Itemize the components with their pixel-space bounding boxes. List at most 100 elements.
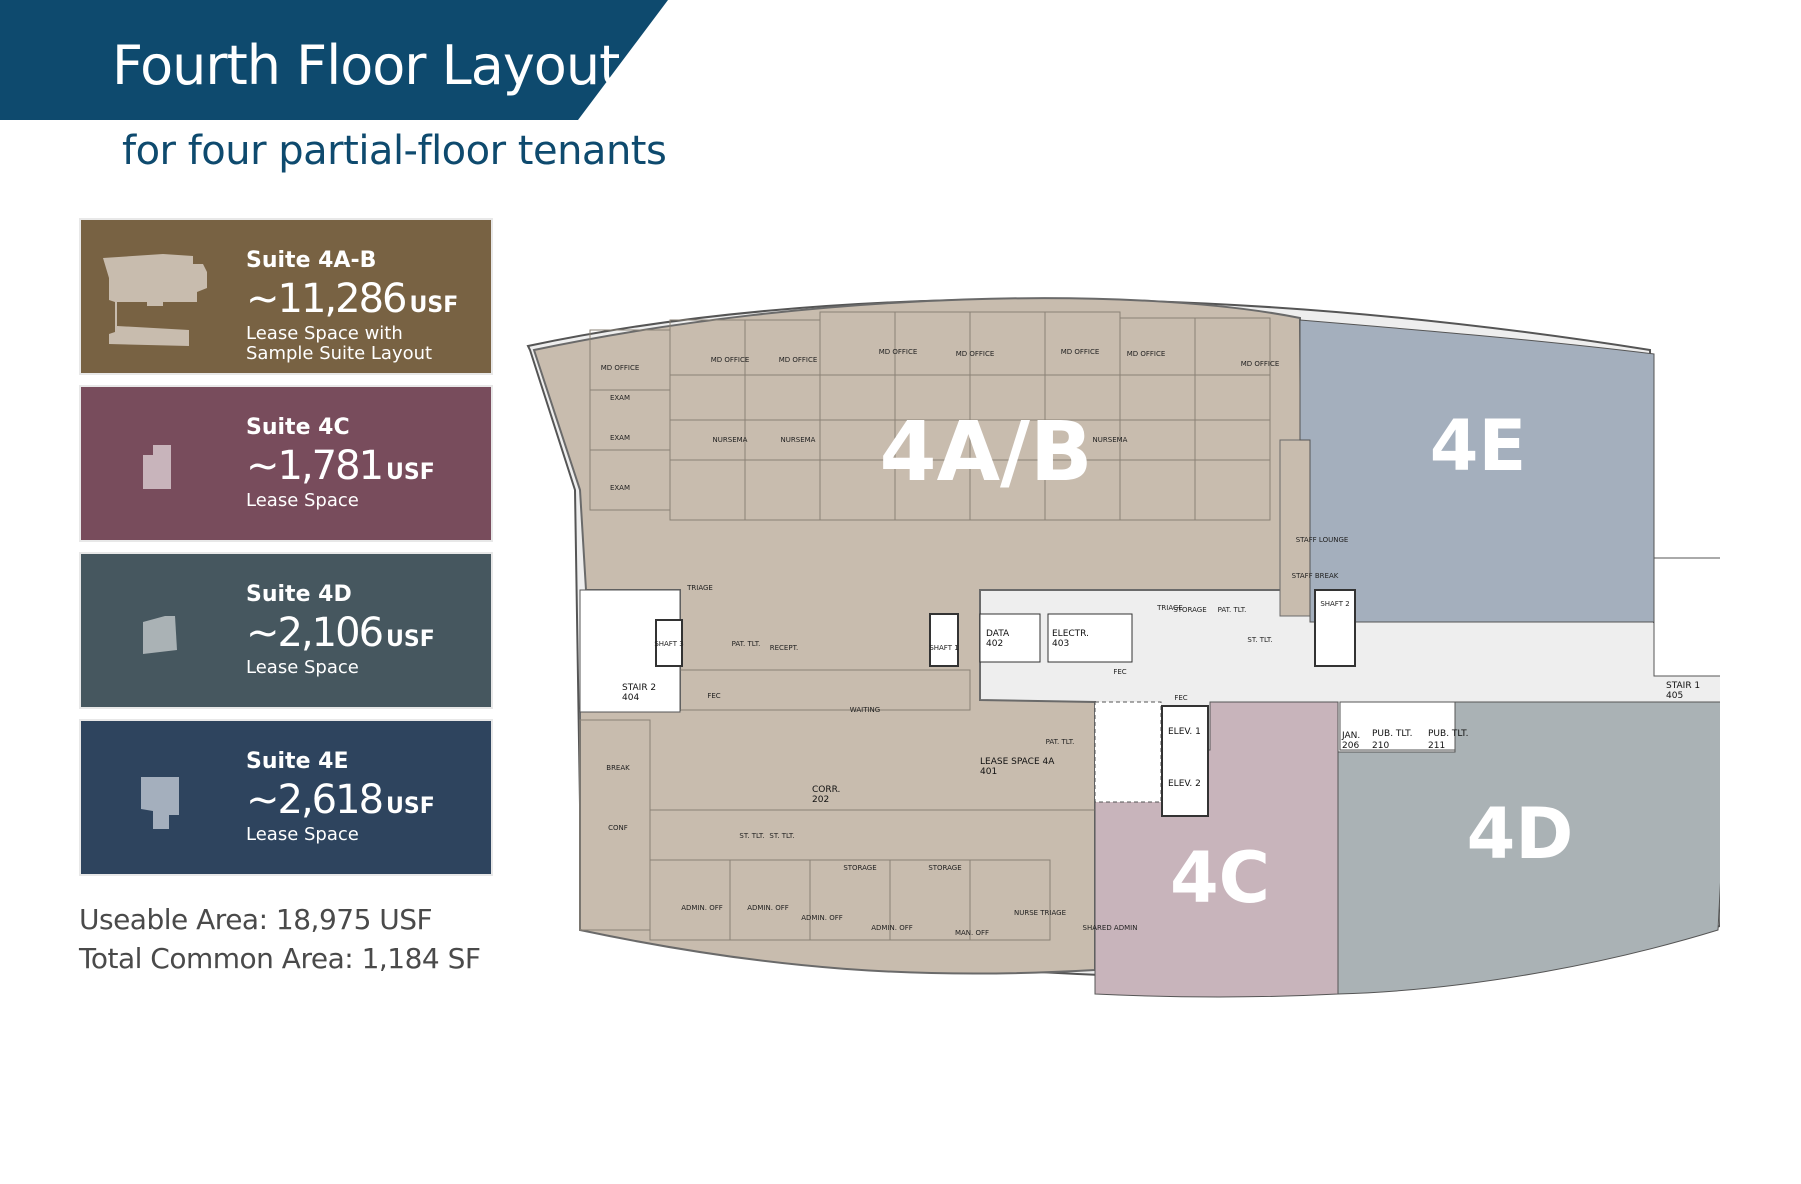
room-label: MD OFFICE bbox=[956, 350, 995, 358]
room-number: 401 bbox=[980, 767, 997, 777]
room-label: JAN. bbox=[1341, 731, 1360, 741]
room-number: 206 bbox=[1342, 741, 1359, 751]
page-title: Fourth Floor Layout bbox=[112, 34, 620, 97]
room-label: SHAFT 1 bbox=[929, 644, 958, 652]
room-label: ST. TLT. bbox=[769, 832, 794, 840]
zone-label-4ab: 4A/B bbox=[880, 405, 1093, 500]
room-label: ST. TLT. bbox=[739, 832, 764, 840]
room-label: MD OFFICE bbox=[1241, 360, 1280, 368]
room-number: 405 bbox=[1666, 691, 1683, 701]
room-label: SHARED ADMIN bbox=[1083, 924, 1138, 932]
room-label: NURSEMA bbox=[713, 436, 748, 444]
room-label: STAFF LOUNGE bbox=[1296, 536, 1349, 544]
common-area: Total Common Area: 1,184 SF bbox=[79, 942, 481, 975]
room-label: STORAGE bbox=[1173, 606, 1206, 614]
room-label: SHAFT 2 bbox=[1320, 600, 1349, 608]
restroom-core bbox=[1339, 701, 1456, 751]
room-label: PUB. TLT. bbox=[1372, 729, 1412, 739]
room-number: 402 bbox=[986, 639, 1003, 649]
room-number: 403 bbox=[1052, 639, 1069, 649]
room-label: WAITING bbox=[850, 706, 880, 714]
room-label: MAN. OFF bbox=[955, 929, 989, 937]
room-label: NURSEMA bbox=[1093, 436, 1128, 444]
room-label: PAT. TLT. bbox=[1046, 738, 1075, 746]
suite-4e-shape-icon bbox=[141, 777, 179, 829]
room-label: ELEV. 2 bbox=[1168, 779, 1201, 789]
title-banner bbox=[0, 0, 668, 120]
room-label: NURSE TRIAGE bbox=[1014, 909, 1066, 917]
room-label: PAT. TLT. bbox=[732, 640, 761, 648]
room-label: PUB. TLT. bbox=[1428, 729, 1468, 739]
room-label: STAFF BREAK bbox=[1292, 572, 1339, 580]
room-label: STAIR 2 bbox=[622, 683, 656, 693]
suite-name: Suite 4E bbox=[246, 749, 349, 774]
room-label: ADMIN. OFF bbox=[801, 914, 843, 922]
page-subtitle: for four partial-floor tenants bbox=[122, 128, 667, 174]
room-label: MD OFFICE bbox=[779, 356, 818, 364]
suite-description: Lease Space bbox=[246, 824, 359, 845]
zone-label-4e: 4E bbox=[1430, 405, 1527, 487]
room-label: DATA bbox=[986, 629, 1010, 639]
room-label: STORAGE bbox=[928, 864, 961, 872]
room-label: CONF bbox=[608, 824, 628, 832]
room-label: MD OFFICE bbox=[601, 364, 640, 372]
room-label: STORAGE bbox=[843, 864, 876, 872]
suite-4d-zone bbox=[1337, 701, 1720, 995]
suite-description: Lease Space bbox=[246, 490, 359, 511]
room-label: SHAFT 3 bbox=[654, 640, 683, 648]
room-number: 404 bbox=[622, 693, 639, 703]
room-number: 210 bbox=[1372, 741, 1389, 751]
room-label: MD OFFICE bbox=[879, 348, 918, 356]
room-label: TRIAGE bbox=[686, 584, 713, 592]
room-label: EXAM bbox=[610, 484, 630, 492]
zone-label-4d: 4D bbox=[1467, 793, 1574, 875]
electrical-room bbox=[1047, 613, 1133, 663]
room-number: 202 bbox=[812, 795, 829, 805]
suite-description: Lease Space with Sample Suite Layout bbox=[246, 323, 433, 364]
suite-4d-shape-icon bbox=[143, 616, 177, 654]
stair-1-core bbox=[1653, 557, 1720, 677]
room-label: FEC bbox=[1113, 668, 1126, 676]
room-label: MD OFFICE bbox=[711, 356, 750, 364]
suite-name: Suite 4D bbox=[246, 582, 352, 607]
data-room bbox=[979, 613, 1041, 663]
room-label: BREAK bbox=[606, 764, 630, 772]
suite-4e-zone bbox=[1299, 319, 1655, 623]
room-label: LEASE SPACE 4A bbox=[980, 757, 1055, 767]
room-label: MD OFFICE bbox=[1061, 348, 1100, 356]
room-label: FEC bbox=[1174, 694, 1187, 702]
room-label: ST. TLT. bbox=[1247, 636, 1272, 644]
room-label: EXAM bbox=[610, 394, 630, 402]
area-summary: Useable Area: 18,975 USF Total Common Ar… bbox=[79, 900, 481, 978]
zone-label-4c: 4C bbox=[1170, 837, 1270, 919]
room-label: EXAM bbox=[610, 434, 630, 442]
room-label: ELEV. 1 bbox=[1168, 727, 1201, 737]
suite-4ab-shape-icon bbox=[103, 254, 207, 346]
room-label: NURSEMA bbox=[781, 436, 816, 444]
room-label: ELECTR. bbox=[1052, 629, 1089, 639]
shaft-3 bbox=[655, 619, 683, 667]
room-label: TRIAGE bbox=[1156, 604, 1183, 612]
room-number: 211 bbox=[1428, 741, 1445, 751]
room-label: MD OFFICE bbox=[1127, 350, 1166, 358]
room-label: PAT. TLT. bbox=[1218, 606, 1247, 614]
room-label: ADMIN. OFF bbox=[747, 904, 789, 912]
room-label: ADMIN. OFF bbox=[871, 924, 913, 932]
core-area bbox=[1094, 701, 1162, 803]
shaft-1 bbox=[929, 613, 959, 667]
suite-4c-shape-icon bbox=[143, 445, 171, 489]
stair-2-core bbox=[579, 589, 681, 713]
room-grid bbox=[579, 311, 1271, 941]
room-label: RECEPT. bbox=[770, 644, 799, 652]
room-label: STAIR 1 bbox=[1666, 681, 1700, 691]
suite-name: Suite 4C bbox=[246, 415, 350, 440]
floor-plan: 4A/B 4E 4C 4D MD OFFICE EXAM EXAM EXAM M… bbox=[526, 297, 1720, 998]
